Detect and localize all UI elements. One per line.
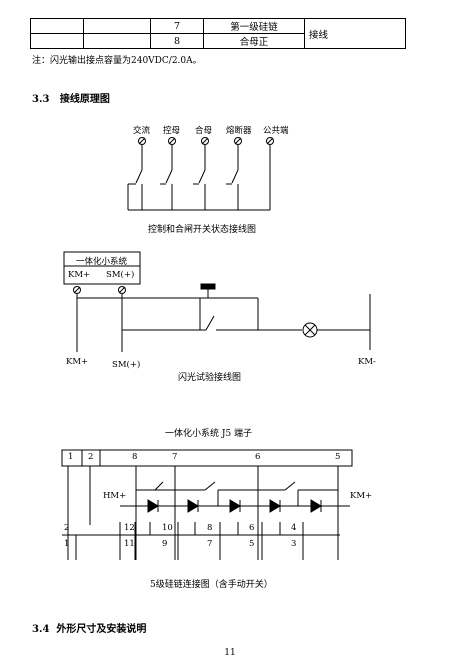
system-box [63, 251, 141, 285]
section-heading-3-3: 3.3 接线原理图 [32, 90, 110, 105]
terminal-icon [138, 137, 146, 145]
pin-num: 10 [162, 523, 173, 533]
diode-icon [229, 499, 241, 513]
row-num: 8 [150, 33, 204, 49]
pin-num: 12 [124, 523, 135, 533]
box-title: 一体化小系统 [76, 257, 128, 267]
section-number: 3.3 [32, 94, 50, 105]
diode-icon [147, 499, 159, 513]
pin-num: 4 [291, 523, 297, 533]
diagram2-caption: 闪光试验接线图 [178, 373, 242, 383]
terminal-num: 7 [172, 452, 178, 462]
terminal-strip [61, 449, 353, 467]
terminal-num: 6 [255, 452, 261, 462]
box-label-sm: SM(+) [106, 270, 135, 280]
spec-table: 7 第一级硅链 接线 8 合母正 [30, 18, 406, 49]
bottom-label-sm: SM(+) [112, 360, 141, 370]
terminal-icon [201, 137, 209, 145]
hm-plus-label: HM+ [103, 491, 127, 501]
box-label-km: KM+ [68, 270, 91, 280]
pin-num: 1 [64, 539, 70, 549]
section-title: 外形尺寸及安装说明 [56, 624, 147, 635]
section-heading-3-4: 3.4 外形尺寸及安装说明 [32, 620, 146, 635]
diagram2-circuit [63, 251, 371, 352]
pin-num: 6 [249, 523, 255, 533]
pin-num: 11 [124, 539, 135, 549]
diagram1-caption: 控制和合闸开关状态接线图 [148, 225, 257, 235]
table-row: 8 合母正 [30, 33, 406, 49]
terminal-num: 1 [68, 452, 74, 462]
pin-num: 8 [207, 523, 213, 533]
terminal-num: 5 [335, 452, 341, 462]
terminal-icon [118, 286, 126, 294]
diode-icon [269, 499, 281, 513]
bottom-label-km-plus: KM+ [66, 357, 89, 367]
terminal-icon [234, 137, 242, 145]
diagram3-title: 一体化小系统 J5 端子 [165, 429, 253, 439]
label-control-bus: 控母 [163, 126, 181, 136]
terminal-icon [168, 137, 176, 145]
terminal-icon [266, 137, 274, 145]
pin-num: 5 [249, 539, 255, 549]
push-button-icon [200, 283, 216, 290]
diagram1-switches [127, 137, 274, 211]
diagram3-caption: 5级硅链连接图（含手动开关） [150, 580, 273, 590]
diagram3-circuit [61, 449, 353, 560]
section-number: 3.4 [32, 624, 50, 635]
lamp-icon [302, 322, 318, 338]
diode-icon [310, 499, 322, 513]
label-common: 公共端 [263, 126, 289, 136]
diode-icon [187, 499, 199, 513]
pin-num: 9 [162, 539, 168, 549]
section-title: 接线原理图 [59, 94, 110, 105]
row-name: 合母正 [203, 33, 305, 49]
label-ac: 交流 [133, 126, 151, 136]
page-number: 11 [224, 648, 236, 658]
pin-num: 2 [64, 523, 70, 533]
bottom-label-km-minus: KM- [358, 357, 376, 367]
terminal-icon [73, 286, 81, 294]
pin-num: 3 [291, 539, 297, 549]
km-plus-label: KM+ [350, 491, 373, 501]
row-merged-note: 接线 [304, 18, 406, 49]
label-closing-bus: 合母 [195, 126, 213, 136]
terminal-num: 8 [132, 452, 138, 462]
terminal-num: 2 [88, 452, 94, 462]
capacity-note: 注：闪光输出接点容量为240VDC/2.0A。 [32, 56, 202, 66]
label-fuse: 熔断器 [226, 126, 252, 136]
pin-num: 7 [207, 539, 213, 549]
